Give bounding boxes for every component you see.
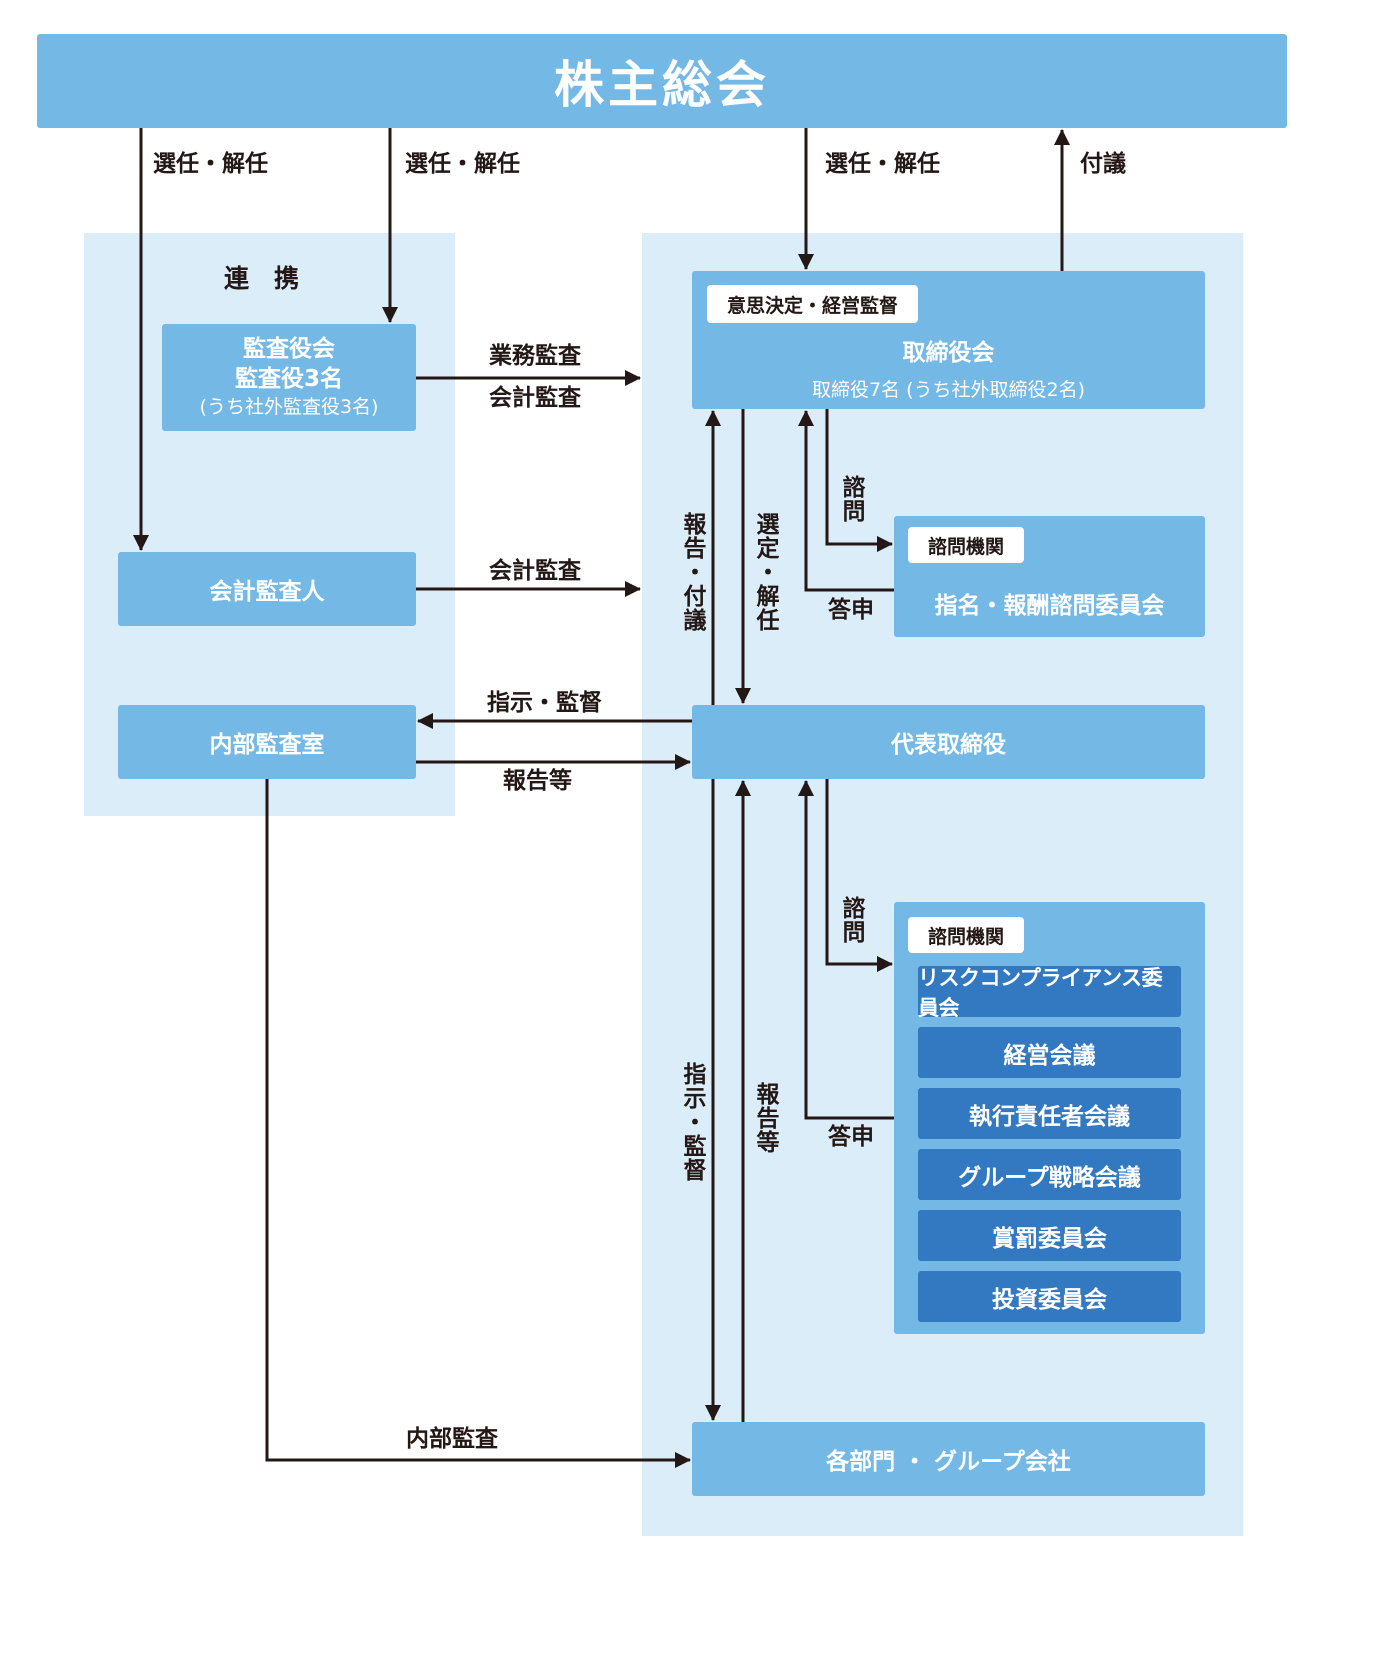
audit-board-members: 監査役3名 bbox=[234, 366, 343, 393]
label-elect-3: 選任・解任 bbox=[825, 151, 940, 177]
board-members: 取締役7名 (うち社外取締役2名) bbox=[811, 379, 1086, 401]
internal-audit-office-title: 内部監査室 bbox=[209, 732, 325, 758]
executive-officers-meeting: 執行責任者会議 bbox=[918, 1088, 1181, 1139]
arrow-internal-audit bbox=[265, 779, 691, 1468]
accounting-auditor-box: 会計監査人 bbox=[118, 552, 416, 626]
label-report-etc-2: 報告等 bbox=[752, 1082, 778, 1154]
risk-compliance-committee: リスクコンプライアンス委員会 bbox=[918, 966, 1181, 1020]
coop-label: 連 携 bbox=[224, 264, 300, 293]
nomination-committee-box: 指名・報酬諮問委員会 bbox=[894, 516, 1205, 637]
label-instruct-1: 指示・監督 bbox=[487, 690, 602, 716]
arrow-consult-advisory bbox=[825, 779, 893, 972]
arrow-reply-board bbox=[798, 410, 894, 592]
label-report-propose: 報告・付議 bbox=[679, 512, 705, 632]
label-instruct-2: 指示・監督 bbox=[679, 1062, 705, 1182]
advisory-group-tag: 諮問機関 bbox=[908, 917, 1024, 953]
label-business-audit: 業務監査 bbox=[489, 343, 581, 369]
audit-board-outside: (うち社外監査役3名) bbox=[199, 396, 379, 419]
label-propose: 付議 bbox=[1080, 151, 1126, 177]
departments-title: 各部門 ・ グループ会社 bbox=[826, 1449, 1071, 1475]
representative-director-box: 代表取締役 bbox=[692, 705, 1205, 779]
audit-board-box: 監査役会 監査役3名 (うち社外監査役3名) bbox=[162, 324, 416, 431]
reward-punishment-committee: 賞罰委員会 bbox=[918, 1210, 1181, 1261]
shareholders-title: 株主総会 bbox=[554, 56, 770, 114]
arrow-consult-nomination bbox=[825, 409, 893, 552]
label-accounting-audit-2: 会計監査 bbox=[489, 558, 581, 584]
management-meeting: 経営会議 bbox=[918, 1027, 1181, 1078]
label-internal-audit: 内部監査 bbox=[406, 1426, 498, 1452]
internal-audit-office-box: 内部監査室 bbox=[118, 705, 416, 779]
board-title: 取締役会 bbox=[902, 340, 995, 366]
audit-board-title: 監査役会 bbox=[243, 336, 335, 363]
shareholders-meeting: 株主総会 bbox=[37, 34, 1287, 128]
departments-box: 各部門 ・ グループ会社 bbox=[692, 1422, 1205, 1496]
label-accounting-audit-1: 会計監査 bbox=[489, 385, 581, 411]
label-elect-2: 選任・解任 bbox=[405, 151, 520, 177]
label-elect-1: 選任・解任 bbox=[153, 151, 268, 177]
group-strategy-meeting: グループ戦略会議 bbox=[918, 1149, 1181, 1200]
nomination-committee-title: 指名・報酬諮問委員会 bbox=[934, 593, 1165, 619]
arrow-reply-rep-director bbox=[798, 780, 894, 1120]
label-select-dismiss: 選定・解任 bbox=[752, 512, 778, 632]
investment-committee: 投資委員会 bbox=[918, 1271, 1181, 1322]
representative-director-title: 代表取締役 bbox=[891, 732, 1006, 758]
board-tag: 意思決定・経営監督 bbox=[707, 285, 918, 323]
label-consult-1: 諮問 bbox=[838, 475, 864, 523]
label-reply-2: 答申 bbox=[828, 1124, 874, 1150]
accounting-auditor-title: 会計監査人 bbox=[209, 579, 325, 605]
nomination-committee-tag: 諮問機関 bbox=[908, 527, 1024, 563]
label-consult-2: 諮問 bbox=[838, 896, 864, 944]
label-reply-1: 答申 bbox=[828, 597, 874, 623]
label-report-etc-1: 報告等 bbox=[503, 768, 572, 794]
